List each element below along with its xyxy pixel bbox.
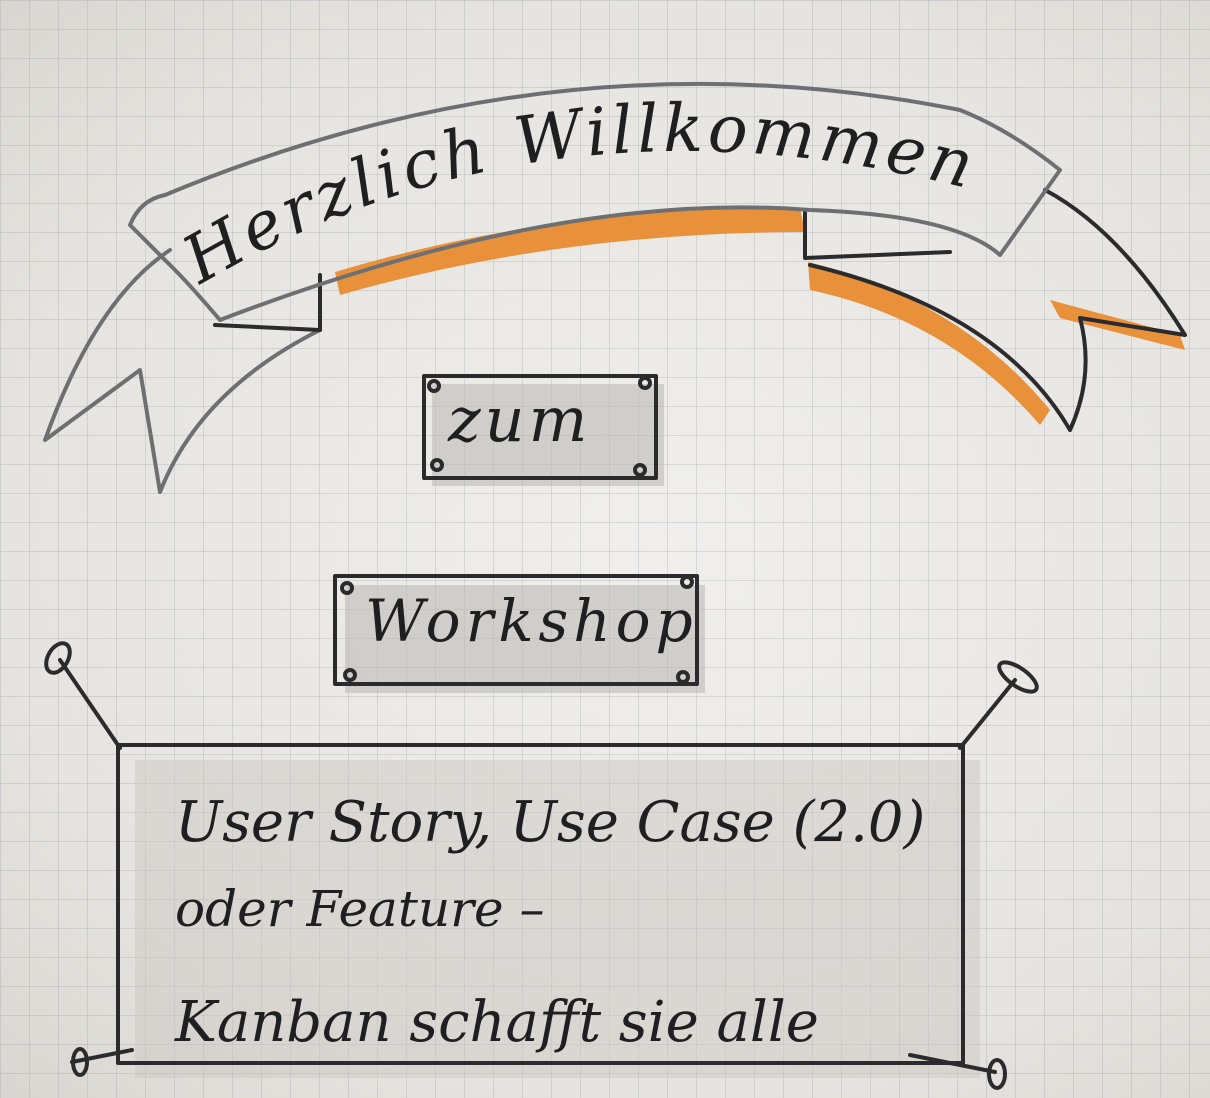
banner-title-layer: Herzlich Willkommen [169, 90, 984, 299]
sign-zum-rivet-tl [427, 379, 441, 393]
ribbon-tail-right [808, 188, 1187, 432]
board-line-1: User Story, Use Case (2.0) [175, 790, 926, 855]
banner-orange-shade-left [335, 207, 805, 295]
ribbon-fold-right [803, 208, 952, 260]
ribbon-fold-left [213, 273, 322, 332]
board-knob-bottom-right [987, 1058, 1007, 1090]
sign-workshop-rivet-bl [343, 668, 357, 682]
board-pole-top-right [958, 678, 1017, 750]
sign-workshop-rivet-tl [340, 581, 354, 595]
sign-workshop-frame [333, 574, 699, 686]
board-shadow [135, 760, 980, 1078]
banner-body [128, 81, 1062, 322]
sign-zum-rivet-tr [638, 376, 652, 390]
board-knob-top-right [997, 660, 1039, 694]
sign-zum-text: zum [448, 383, 592, 456]
board-line-3: Kanban schafft sie alle [175, 990, 819, 1055]
sign-workshop-rivet-br [676, 670, 690, 684]
sign-workshop-rivet-tr [680, 575, 694, 589]
banner-orange-shade-right [808, 262, 1050, 425]
sign-workshop-text: Workshop [365, 587, 698, 655]
sign-zum-rivet-bl [430, 458, 444, 472]
board-knob-top-left [44, 641, 72, 675]
banner-title: Herzlich Willkommen [169, 90, 984, 299]
ribbon-tail-left [43, 248, 322, 494]
board-pole-bottom-right [908, 1053, 997, 1074]
board-pole-top-left [58, 658, 122, 750]
board-pole-bottom-left [70, 1048, 134, 1064]
sign-zum-frame [422, 374, 658, 480]
sign-workshop-shadow [345, 585, 705, 693]
board-line-2: oder Feature – [175, 880, 545, 938]
board-knob-bottom-left [71, 1047, 89, 1077]
sign-zum-rivet-br [633, 463, 647, 477]
sign-zum-shadow [432, 384, 664, 486]
board-frame [116, 743, 965, 1065]
